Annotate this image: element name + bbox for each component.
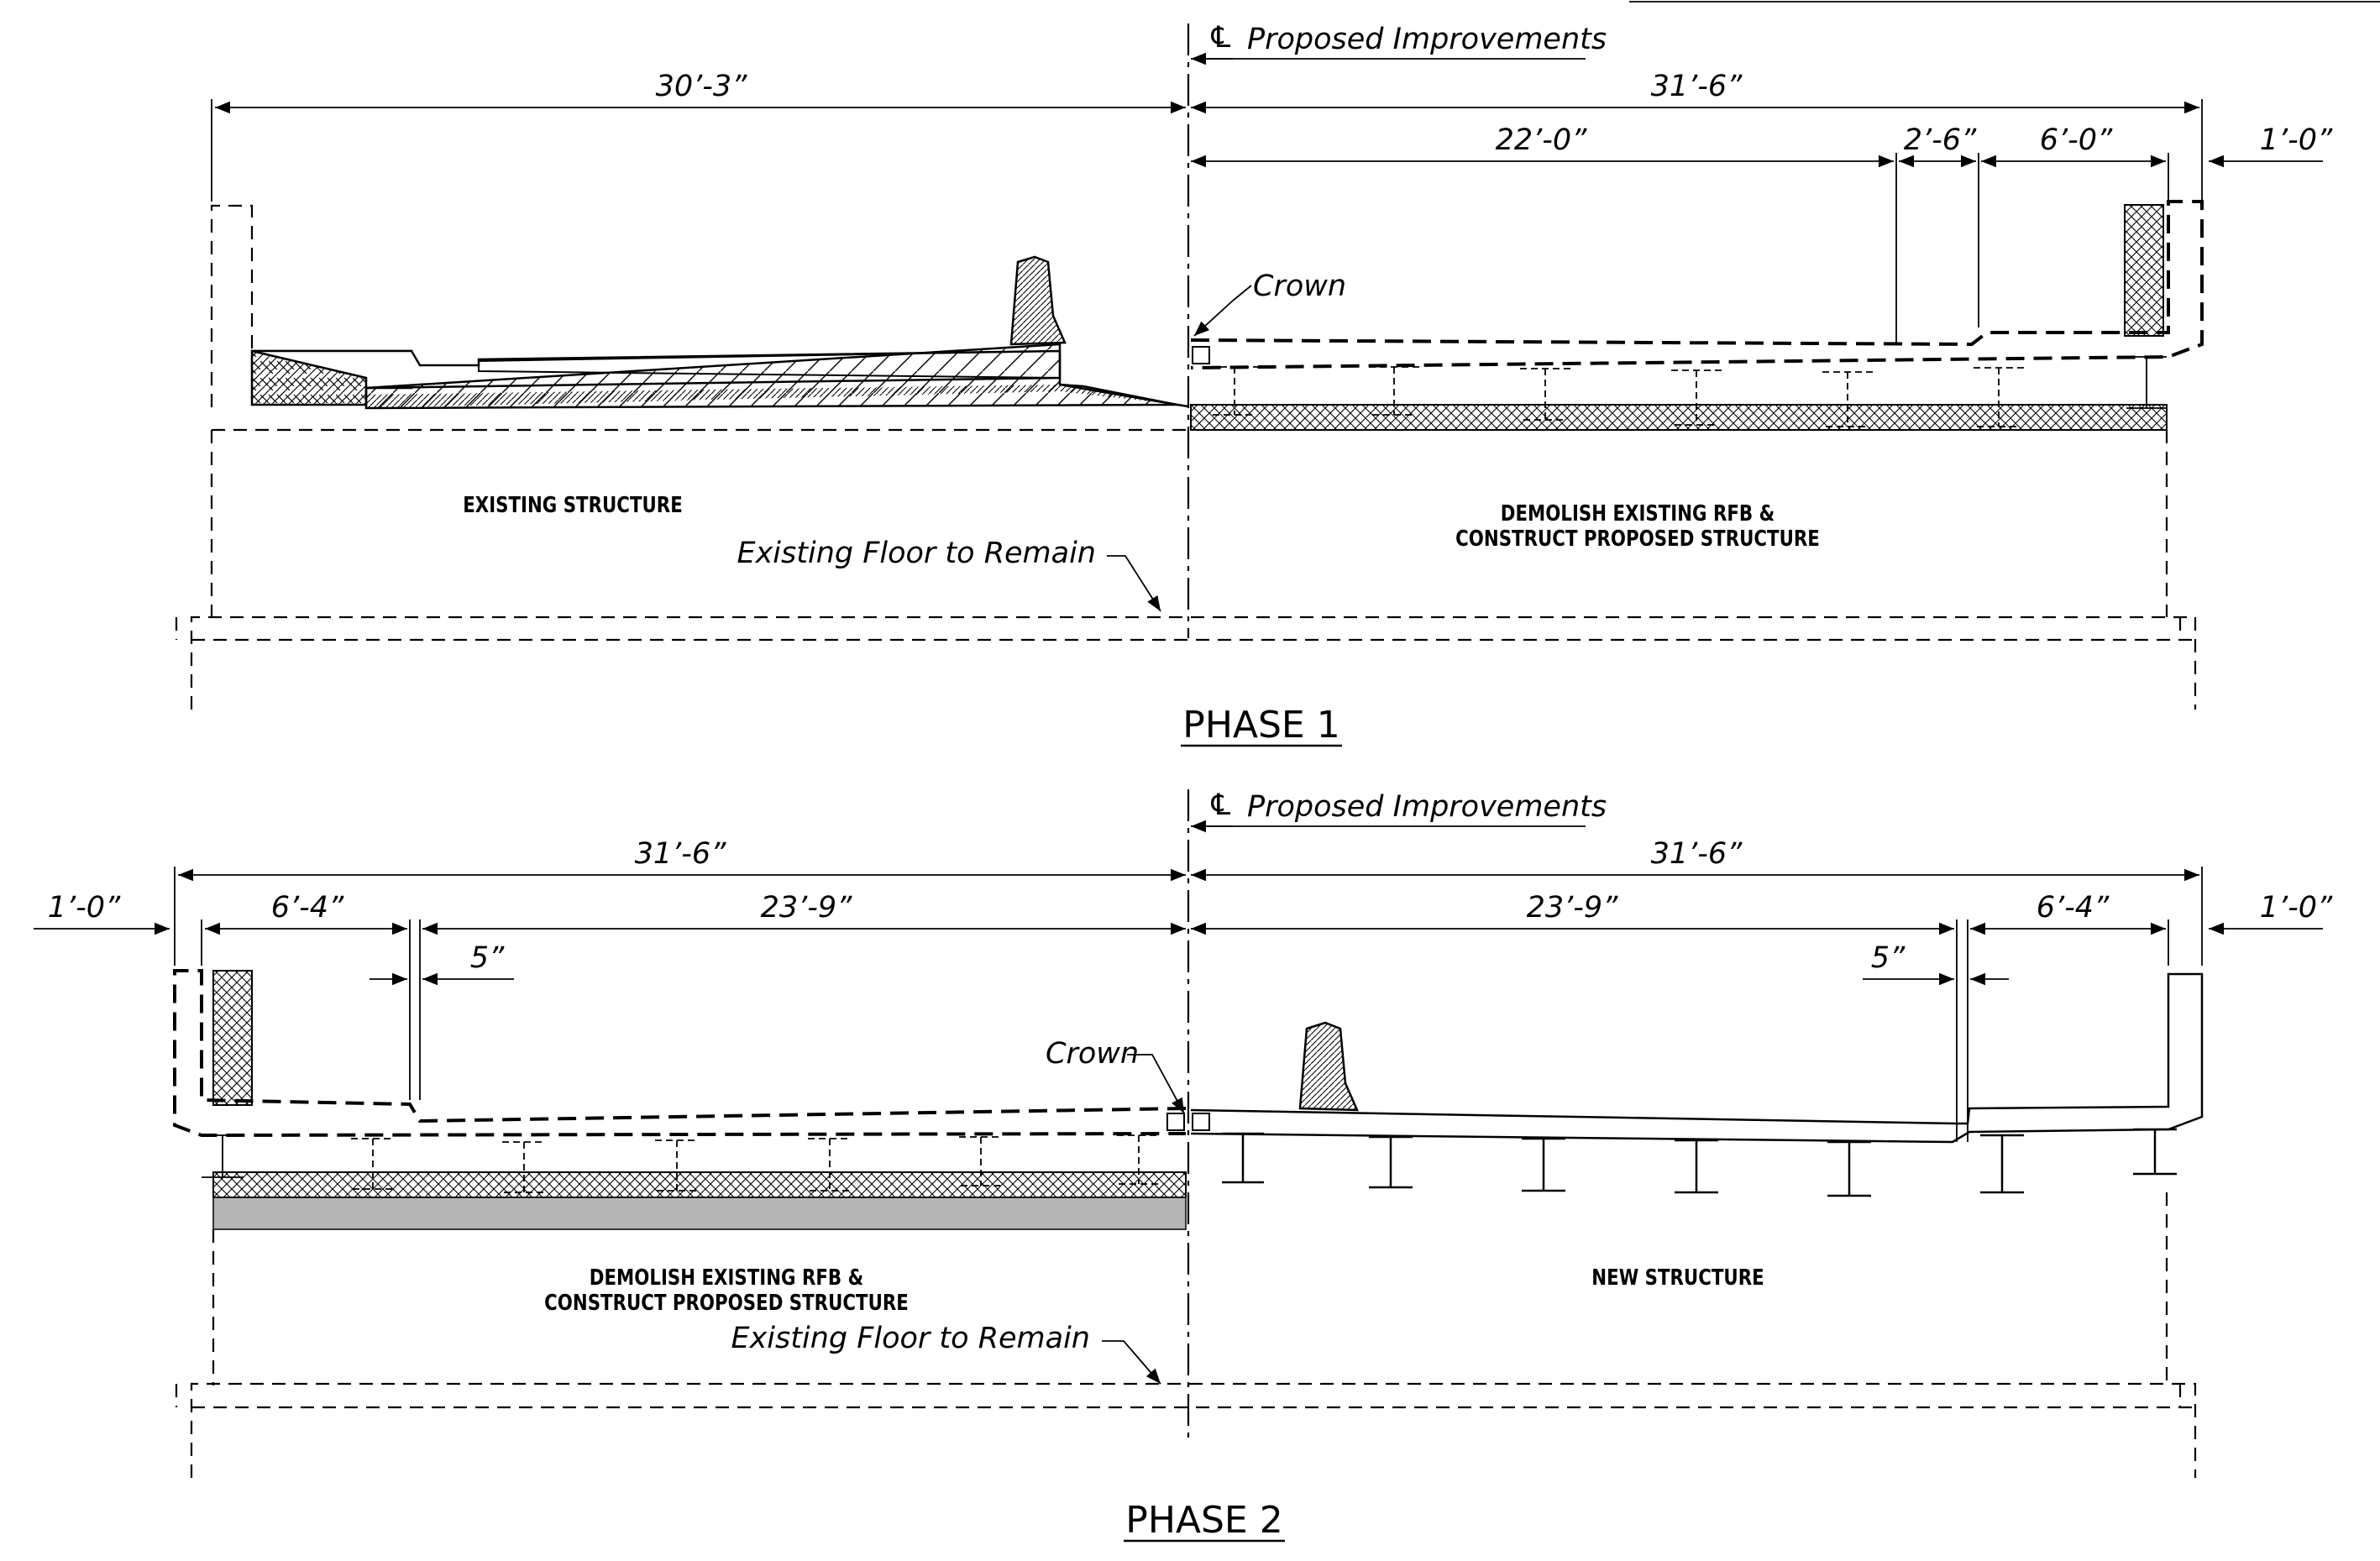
demolish-band — [212, 1197, 1187, 1230]
dim-left-travel-label: 23’-9” — [761, 891, 853, 925]
centerline-label: Proposed Improvements — [1247, 790, 1607, 824]
existing-rail-outline — [210, 204, 254, 407]
centerline-label: Proposed Improvements — [1247, 23, 1607, 56]
demolish-note-line1: DEMOLISH EXISTING RFB & — [1501, 500, 1775, 526]
phase1-title: PHASE 1 — [1182, 704, 1339, 746]
dim-left-curb-label: 5” — [470, 941, 505, 975]
dim-right-overall-label: 31’-6” — [1651, 837, 1743, 871]
crown-leader — [1127, 1054, 1185, 1114]
dim-left-overall-label: 30’-3” — [656, 70, 748, 103]
crown-label: Crown — [1253, 270, 1346, 303]
proposed-deck-outline — [173, 969, 1187, 1138]
proposed-deck-outline — [1190, 200, 2204, 369]
new-structure-note: NEW STRUCTURE — [1591, 1265, 1764, 1291]
existing-floor-leader — [1107, 555, 1161, 612]
dim-gutter-label: 2’-6” — [1904, 123, 1977, 157]
phase2-title: PHASE 2 — [1125, 1499, 1282, 1542]
dim-right-overall-label: 31’-6” — [1651, 70, 1743, 103]
existing-floor-label: Existing Floor to Remain — [737, 537, 1096, 570]
existing-floor-remains — [1190, 404, 2168, 431]
existing-barrier — [1009, 255, 1067, 346]
demolish-note-line2: CONSTRUCT PROPOSED STRUCTURE — [1455, 526, 1820, 552]
dim-right-rail-label: 1’-0” — [2260, 891, 2333, 925]
phase2-section: ℄ Proposed Improvements 31’-6” 31’-6” 1’… — [34, 788, 2333, 1543]
dim-left-sidewalk-label: 6’-4” — [271, 891, 344, 925]
existing-floor-label: Existing Floor to Remain — [731, 1322, 1090, 1355]
dim-right-travel-label: 23’-9” — [1527, 891, 1619, 925]
proposed-girders — [202, 1134, 1161, 1193]
proposed-girders — [1209, 356, 2167, 427]
crown-label: Crown — [1046, 1037, 1139, 1071]
dim-left-rail-label: 1’-0” — [48, 891, 121, 925]
dim-sidewalk-label: 6’-0” — [2040, 123, 2113, 157]
demolish-note-line1: DEMOLISH EXISTING RFB & — [590, 1265, 863, 1291]
crown-leader — [1193, 300, 1234, 337]
dim-right-curb-label: 5” — [1871, 941, 1906, 975]
rail-hatch — [2124, 204, 2164, 337]
dim-travel-label: 22’-0” — [1496, 123, 1588, 157]
existing-floor-leader — [1102, 1340, 1161, 1385]
dim-right-sidewalk-label: 6’-4” — [2037, 891, 2110, 925]
new-deck — [1190, 972, 2204, 1144]
centerline-symbol: ℄ — [1208, 788, 1234, 822]
floor-beam-outline — [190, 1382, 2197, 1478]
existing-floor-remains — [212, 1171, 1187, 1198]
rail-hatch — [212, 970, 253, 1106]
dim-rail-label: 1’-0” — [2260, 123, 2333, 157]
phase1-section: ℄ Proposed Improvements 30’-3” 31’-6” 22… — [175, 21, 2333, 747]
centerline-symbol: ℄ — [1208, 21, 1234, 55]
demolish-note-line2: CONSTRUCT PROPOSED STRUCTURE — [544, 1290, 909, 1316]
new-girders — [1222, 1128, 2177, 1197]
new-barrier — [1298, 1021, 1359, 1112]
dim-left-overall-label: 31’-6” — [635, 837, 727, 871]
floor-beam-outline — [190, 615, 2197, 710]
existing-structure-note: EXISTING STRUCTURE — [463, 492, 683, 518]
